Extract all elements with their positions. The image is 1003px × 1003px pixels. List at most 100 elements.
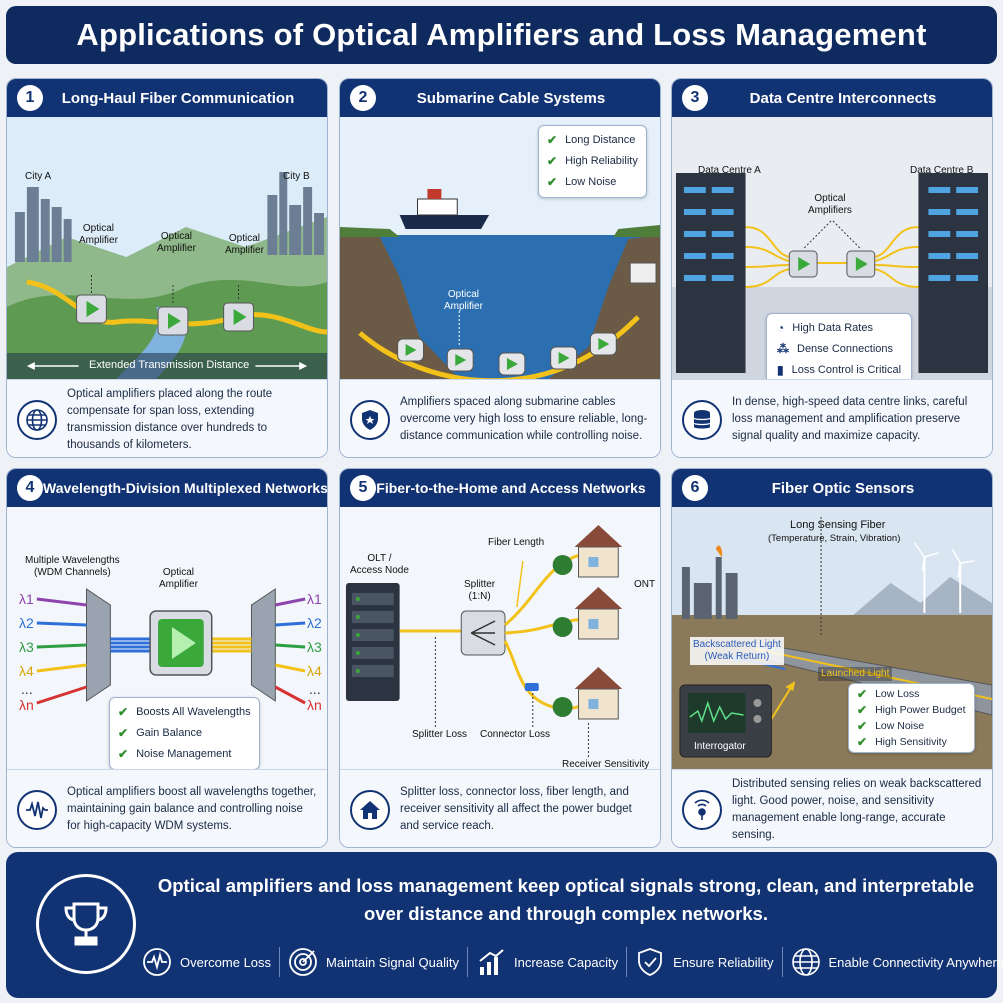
check-item: ✔Boosts All Wavelengths xyxy=(118,702,251,723)
globe-icon xyxy=(17,399,57,440)
amplifiers-label: Optical Amplifiers xyxy=(808,193,852,216)
shield-check-icon xyxy=(638,948,662,976)
ftth-illustration: OLT / Access Node Splitter (1:N) Fiber L… xyxy=(340,507,660,771)
wavelength-label: λn xyxy=(19,697,34,713)
sensing-fiber-label: Long Sensing Fiber xyxy=(790,519,886,531)
check-icon: ✔ xyxy=(547,154,558,168)
description-text: Optical amplifiers boost all wavelengths… xyxy=(67,786,317,832)
panel-long-haul: 1 Long-Haul Fiber Communication xyxy=(6,78,328,458)
page-title: Applications of Optical Amplifiers and L… xyxy=(76,17,927,52)
shield-icon xyxy=(350,399,390,440)
dc-b-label: Data Centre B xyxy=(910,165,974,176)
gauge-icon: ◔ xyxy=(777,321,785,335)
check-icon: ✔ xyxy=(118,726,129,740)
panel-header: 5 Fiber-to-the-Home and Access Networks xyxy=(340,469,660,507)
ont-label: ONT xyxy=(634,579,656,590)
check-item: ✔Low Noise xyxy=(547,172,638,193)
amplifier-label: Optical Amplifier xyxy=(159,567,198,590)
panel-ftth: 5 Fiber-to-the-Home and Access Networks … xyxy=(339,468,661,848)
panel-header: 1 Long-Haul Fiber Communication xyxy=(7,79,327,117)
submarine-illustration: Optical Amplifier ✔Long Distance ✔High R… xyxy=(340,117,660,379)
wavelength-label: λ2 xyxy=(19,615,34,631)
check-item: ✔Gain Balance xyxy=(118,723,251,744)
panel-number: 6 xyxy=(682,475,708,501)
panel-description: Amplifiers spaced along submarine cables… xyxy=(340,379,660,457)
panel-data-centre: 3 Data Centre Interconnects Data Cen xyxy=(671,78,993,458)
check-item: ✔High Reliability xyxy=(547,151,638,172)
receiver-sensitivity-label: Receiver Sensitivity xyxy=(562,759,650,771)
panel-description: Optical amplifiers placed along the rout… xyxy=(7,379,327,457)
feature-list: ◔High Data Rates ⁂Dense Connections ▮Los… xyxy=(766,313,913,386)
panel-title: Data Centre Interconnects xyxy=(749,89,937,107)
panel-description: Optical amplifiers boost all wavelengths… xyxy=(7,769,327,847)
check-icon: ✔ xyxy=(857,703,868,717)
check-item: ✔High Power Budget xyxy=(857,703,966,717)
distance-label: Extended Transmission Distance xyxy=(89,359,250,371)
panel-description: In dense, high-speed data centre links, … xyxy=(672,379,992,457)
panel-number: 5 xyxy=(350,475,376,501)
wavelength-label: λ4 xyxy=(19,663,34,679)
target-icon xyxy=(289,948,317,976)
panel-title: Submarine Cable Systems xyxy=(416,89,606,107)
globe-icon xyxy=(791,948,820,976)
bar-chart-icon: ▮ xyxy=(777,363,784,377)
benefit-item: Ensure Reliability xyxy=(626,947,781,977)
sensing-fiber-sublabel: (Temperature, Strain, Vibration) xyxy=(768,533,901,544)
connector-loss-label: Connector Loss xyxy=(480,729,551,740)
wavelength-label: λn xyxy=(307,697,322,713)
dc-a-label: Data Centre A xyxy=(698,165,761,176)
panel-title: Long-Haul Fiber Communication xyxy=(61,89,295,107)
city-b-label: City B xyxy=(283,171,310,182)
sensors-illustration: Long Sensing Fiber (Temperature, Strain,… xyxy=(672,507,992,769)
check-icon: ✔ xyxy=(857,687,868,701)
benefit-item: Maintain Signal Quality xyxy=(279,947,467,977)
feature-item: ⁂Dense Connections xyxy=(777,339,901,360)
feature-checklist: ✔Low Loss ✔High Power Budget ✔Low Noise … xyxy=(848,683,975,753)
panel-header: 2 Submarine Cable Systems xyxy=(340,79,660,117)
network-icon: ⁂ xyxy=(777,342,789,356)
check-item: ✔Low Loss xyxy=(857,687,920,701)
sensor-icon xyxy=(682,789,722,830)
benefit-item: Increase Capacity xyxy=(467,947,626,977)
feature-item: ▮Loss Control is Critical xyxy=(777,360,901,381)
wdm-illustration: Multiple Wavelengths (WDM Channels) Opti… xyxy=(7,507,327,770)
benefits-row: Overcome Loss Maintain Signal Quality In… xyxy=(134,938,1003,986)
benefit-item: Overcome Loss xyxy=(134,947,279,977)
check-icon: ✔ xyxy=(118,705,129,719)
waveform-icon xyxy=(143,948,171,976)
panel-number: 2 xyxy=(350,85,376,111)
city-a-label: City A xyxy=(25,171,52,182)
feature-checklist: ✔Boosts All Wavelengths ✔Gain Balance ✔N… xyxy=(109,697,260,770)
check-icon: ✔ xyxy=(857,735,868,749)
data-centre-illustration: Data Centre A Data Centre B Optical Ampl… xyxy=(672,117,992,386)
check-icon: ✔ xyxy=(547,175,558,189)
fiber-length-label: Fiber Length xyxy=(488,537,545,548)
panel-number: 1 xyxy=(17,85,43,111)
panel-title: Fiber Optic Sensors xyxy=(771,479,915,497)
summary-footer: Optical amplifiers and loss management k… xyxy=(6,852,1003,998)
splitter-loss-label: Splitter Loss xyxy=(412,729,468,740)
check-item: ✔Long Distance xyxy=(547,130,638,151)
panel-title: Fiber-to-the-Home and Access Networks xyxy=(376,480,646,496)
backscatter-label: Backscattered Light (Weak Return) xyxy=(690,637,784,665)
wavelength-label: λ1 xyxy=(307,591,322,607)
panel-title: Wavelength-Division Multiplexed Networks xyxy=(43,480,328,496)
interrogator-label: Interrogator xyxy=(694,741,746,752)
description-text: Splitter loss, connector loss, fiber len… xyxy=(400,786,632,832)
panel-number: 4 xyxy=(17,475,43,501)
panel-header: 4 Wavelength-Division Multiplexed Networ… xyxy=(7,469,327,507)
check-icon: ✔ xyxy=(547,133,558,147)
feature-checklist: ✔Long Distance ✔High Reliability ✔Low No… xyxy=(538,125,647,198)
trophy-icon xyxy=(36,874,136,974)
panel-submarine: 2 Submarine Cable Systems Optical Amplif… xyxy=(339,78,661,458)
panel-description: Splitter loss, connector loss, fiber len… xyxy=(340,769,660,847)
home-icon xyxy=(350,789,390,830)
description-text: In dense, high-speed data centre links, … xyxy=(732,396,968,442)
panel-number: 3 xyxy=(682,85,708,111)
waveform-icon xyxy=(17,789,57,830)
splitter-label: Splitter (1:N) xyxy=(464,579,496,602)
bar-chart-icon xyxy=(479,949,504,975)
check-item: ✔High Sensitivity xyxy=(857,735,947,749)
wavelength-label: ... xyxy=(309,681,321,697)
amplifier-label: Optical Amplifier xyxy=(157,231,196,254)
